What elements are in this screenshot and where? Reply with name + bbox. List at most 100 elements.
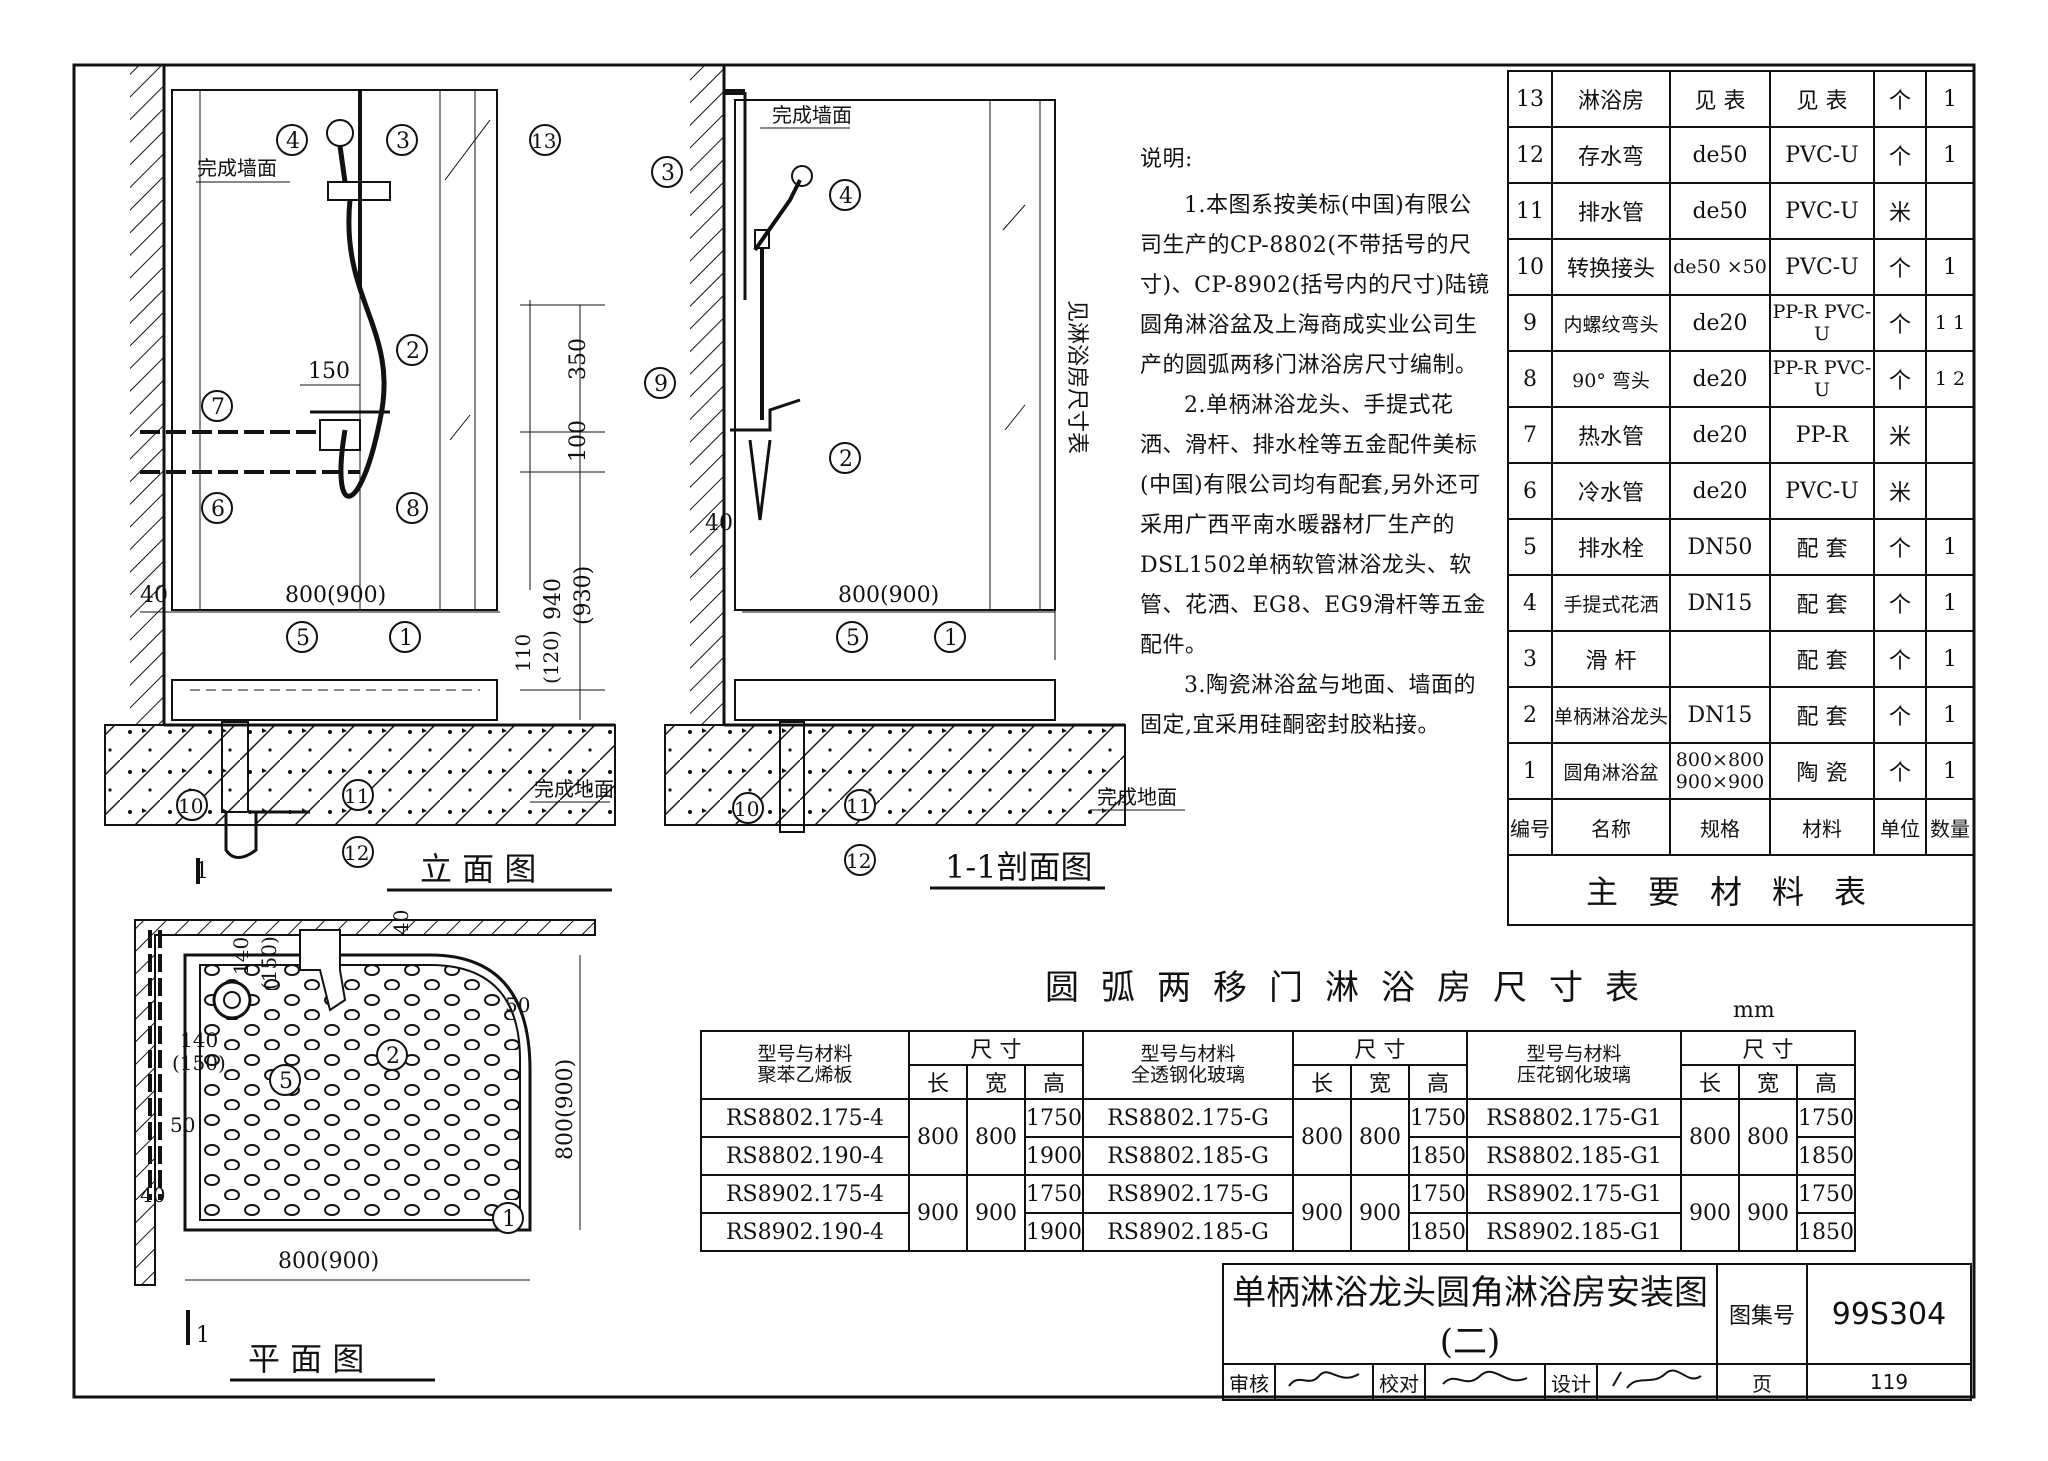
svg-text:6: 6 xyxy=(211,497,225,522)
materials-cell: 11 xyxy=(1507,182,1553,240)
materials-cell: 配 套 xyxy=(1769,686,1875,744)
size-subheader-cell: 高 xyxy=(1024,1064,1084,1100)
materials-cell: 9 xyxy=(1507,294,1553,352)
materials-cell: 1 xyxy=(1925,70,1975,128)
design-label: 设计 xyxy=(1544,1363,1598,1401)
materials-cell: DN15 xyxy=(1669,574,1771,632)
materials-cell: de20 xyxy=(1669,462,1771,520)
materials-cell: 7 xyxy=(1507,406,1553,464)
materials-cell: 个 xyxy=(1873,238,1927,296)
size-subheader-cell: 长 xyxy=(1680,1064,1740,1100)
svg-text:10: 10 xyxy=(734,797,759,821)
size-model-cell: RS8902.175-G1 xyxy=(1466,1174,1682,1214)
materials-cell: 1 xyxy=(1925,126,1975,184)
dim-150: 150 xyxy=(308,359,350,384)
size-height-cell: 1750 xyxy=(1024,1174,1084,1214)
materials-cell: de50 xyxy=(1669,182,1771,240)
dim-100: 100 xyxy=(566,420,591,462)
materials-cell: 米 xyxy=(1873,182,1927,240)
materials-header-cell: 规格 xyxy=(1669,798,1771,856)
materials-cell: 6 xyxy=(1507,462,1553,520)
materials-cell: 13 xyxy=(1507,70,1553,128)
materials-cell: 配 套 xyxy=(1769,518,1875,576)
materials-cell: 1 1 xyxy=(1925,294,1975,352)
materials-cell: 转换接头 xyxy=(1551,238,1671,296)
size-subheader-row: 长宽高长宽高长宽高 xyxy=(701,1064,1856,1100)
review-signature xyxy=(1274,1363,1374,1401)
size-model-header: 型号与材料压花钢化玻璃 xyxy=(1466,1030,1682,1100)
svg-text:9: 9 xyxy=(654,372,668,397)
dim-140-top: 140 xyxy=(229,937,253,975)
svg-text:2: 2 xyxy=(839,447,853,472)
atlas-number: 99S304 xyxy=(1806,1263,1972,1365)
materials-caption-row: 主要材料表 xyxy=(1507,854,1975,926)
size-model-label: 型号与材料 xyxy=(1526,1043,1622,1065)
materials-cell: 见 表 xyxy=(1769,70,1875,128)
svg-text:1: 1 xyxy=(502,1207,516,1232)
size-height-cell: 1850 xyxy=(1408,1212,1468,1252)
materials-cell: de20 xyxy=(1669,350,1771,408)
svg-text:12: 12 xyxy=(846,849,871,873)
materials-cell: de20 xyxy=(1669,294,1771,352)
dim-150-top: (150) xyxy=(257,936,281,990)
size-length-cell: 800 xyxy=(1292,1098,1352,1176)
title-block: 单柄淋浴龙头圆角淋浴房安装图(二) 图集号 99S304 审核 校对 设计 页 … xyxy=(1222,1263,1972,1401)
dim-940: 940 xyxy=(541,578,566,620)
size-height-cell: 1850 xyxy=(1408,1136,1468,1176)
size-header-row: 型号与材料聚苯乙烯板尺 寸型号与材料全透钢化玻璃尺 寸型号与材料压花钢化玻璃尺 … xyxy=(700,1030,1856,1100)
svg-text:2: 2 xyxy=(386,1044,400,1069)
materials-cell: de50 ×50 xyxy=(1669,238,1771,296)
size-subheader-cell: 宽 xyxy=(966,1064,1026,1100)
materials-cell: 12 xyxy=(1507,126,1553,184)
materials-cell: 热水管 xyxy=(1551,406,1671,464)
size-length-cell: 800 xyxy=(1680,1098,1740,1176)
dim-40-plan: 40 xyxy=(140,1183,165,1207)
size-subheader-cell: 宽 xyxy=(1350,1064,1410,1100)
size-height-cell: 1850 xyxy=(1796,1212,1856,1252)
materials-cell: 个 xyxy=(1873,742,1927,800)
dim-140-left: 140 xyxy=(180,1028,218,1052)
materials-cell: 淋浴房 xyxy=(1551,70,1671,128)
materials-cell: 1 xyxy=(1925,238,1975,296)
materials-cell: 1 xyxy=(1507,742,1553,800)
plan-callouts: 2 5 1 xyxy=(269,1039,524,1234)
size-model-cell: RS8802.185-G1 xyxy=(1466,1136,1682,1176)
atlas-label: 图集号 xyxy=(1716,1263,1808,1365)
svg-text:2: 2 xyxy=(406,339,420,364)
note-2: 2.单柄淋浴龙头、手提式花洒、滑杆、排水栓等五金配件美标(中国)有限公司均有配套… xyxy=(1140,393,1486,658)
size-length-cell: 900 xyxy=(1680,1174,1740,1252)
materials-cell: 米 xyxy=(1873,462,1927,520)
size-model-label: 型号与材料 xyxy=(1140,1043,1236,1065)
size-height-cell: 1900 xyxy=(1024,1212,1084,1252)
dim-350: 350 xyxy=(566,338,591,380)
materials-cell: 个 xyxy=(1873,630,1927,688)
materials-cell xyxy=(1925,462,1975,520)
size-height-cell: 1750 xyxy=(1408,1098,1468,1138)
materials-header-cell: 名称 xyxy=(1551,798,1671,856)
materials-cell: PVC-U xyxy=(1769,182,1875,240)
review-label: 审核 xyxy=(1222,1363,1276,1401)
page-number: 119 xyxy=(1806,1363,1972,1401)
dim-40-plan-top: 40 xyxy=(389,910,413,935)
materials-cell: 5 xyxy=(1507,518,1553,576)
dim-800-elev: 800(900) xyxy=(285,583,386,608)
size-table-unit: mm xyxy=(1733,998,1775,1023)
dim-800-plan-h: 800(900) xyxy=(278,1249,379,1274)
materials-cell: 2 xyxy=(1507,686,1553,744)
dim-110: 110 xyxy=(511,634,535,672)
dim-930: (930) xyxy=(571,566,596,625)
label-finished-wall: 完成墙面 xyxy=(197,156,277,180)
materials-cell: 排水管 xyxy=(1551,182,1671,240)
size-subheader-cell: 高 xyxy=(1796,1064,1856,1100)
size-model-cell: RS8802.185-G xyxy=(1082,1136,1294,1176)
svg-text:7: 7 xyxy=(211,395,225,420)
materials-cell xyxy=(1925,406,1975,464)
size-width-cell: 900 xyxy=(966,1174,1026,1252)
